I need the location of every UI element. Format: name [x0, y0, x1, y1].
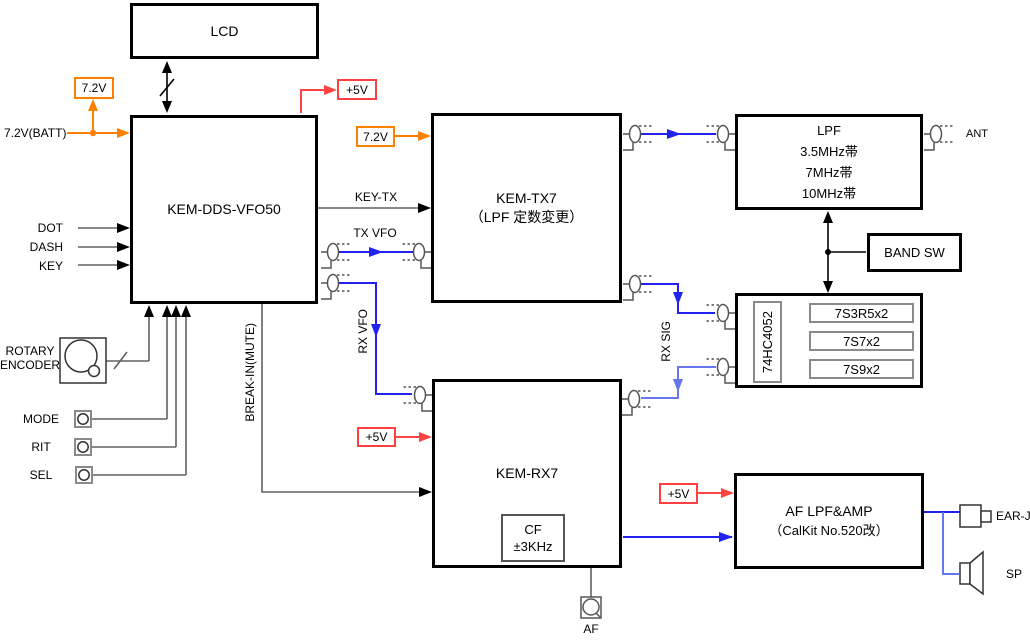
red-arrowheads [324, 85, 734, 498]
sel-label: SEL [29, 468, 53, 482]
battery-label: 7.2V(BATT) [4, 126, 67, 140]
orange-arrowheads [88, 99, 431, 141]
af-label: AF [583, 622, 599, 636]
band-sw-label: BAND SW [884, 245, 945, 260]
tx7-sublabel: （LPF 定数変更） [469, 209, 584, 225]
sp-label: SP [1006, 567, 1023, 581]
filter-7s3r5: 7S3R5x2 [809, 303, 914, 323]
ant-label: ANT [966, 128, 988, 140]
coax-connector-icon [705, 357, 736, 384]
coax-connector-icon [402, 385, 433, 412]
tx7-block: KEM-TX7 （LPF 定数変更） [431, 113, 622, 303]
mode-label: MODE [23, 412, 59, 426]
power-5v-top-box: +5V [337, 79, 377, 100]
coax-connector-icon [622, 124, 653, 151]
ear-j-label: EAR-J [996, 509, 1030, 523]
cf-value: ±3KHz [513, 539, 553, 554]
control-wires [78, 207, 592, 597]
coax-connector-icon [320, 242, 351, 269]
cf-filter-box: CF ±3KHz [501, 514, 565, 562]
band-sw-block: BAND SW [867, 233, 962, 272]
lcd-label: LCD [210, 22, 239, 39]
tx7-label: KEM-TX7 [496, 190, 557, 206]
power-5v-af-box: +5V [659, 483, 698, 504]
rotary-encoder-icon [59, 337, 107, 384]
lpf-label: LPF [817, 123, 841, 138]
lpf-band-1: 3.5MHz帯 [800, 144, 858, 159]
mux-chip-label: 74HC4052 [760, 310, 775, 374]
lpf-block: LPF 3.5MHz帯 7MHz帯 10MHz帯 [735, 114, 923, 210]
break-in-label: BREAK-IN(MUTE) [243, 323, 257, 422]
coax-connector-icon [705, 124, 736, 151]
af-amp-label: AF LPF&AMP [785, 503, 873, 519]
af-amp-block: AF LPF&AMP （CalKit No.520改） [734, 473, 924, 569]
key-tx-label: KEY-TX [354, 190, 398, 204]
rx7-label: KEM-RX7 [495, 465, 559, 481]
black-arrowheads [117, 61, 833, 497]
lpf-band-2: 7MHz帯 [805, 165, 853, 180]
dash-label: DASH [29, 240, 63, 254]
coax-connector-icon [622, 274, 653, 301]
rit-label: RIT [31, 440, 51, 454]
dds-vfo-block: KEM-DDS-VFO50 [130, 115, 318, 304]
af-jack-icon [580, 596, 602, 619]
af-amp-sublabel: （CalKit No.520改） [769, 523, 889, 538]
power-7v2-tx-box: 7.2V [356, 126, 395, 147]
panel-connectors [74, 410, 93, 484]
ear-jack-icon [959, 504, 992, 528]
coax-connector-icon [923, 124, 954, 151]
blue-arrowhead-light [673, 379, 683, 392]
power-5v-rx-box: +5V [357, 427, 396, 447]
tx-vfo-label: TX VFO [353, 226, 397, 240]
speaker-icon [959, 550, 984, 596]
cf-label: CF [524, 522, 542, 537]
dot-label: DOT [37, 221, 63, 235]
filter-7s9: 7S9x2 [809, 359, 914, 379]
rotary-encoder-label: ROTARY ENCODER [0, 344, 61, 372]
mux-chip-box: 74HC4052 [753, 301, 782, 383]
red-power-wires [300, 89, 721, 494]
power-7v2-top-box: 7.2V [74, 77, 114, 99]
rx-vfo-label: RX VFO [356, 309, 370, 354]
filter-7s7: 7S7x2 [809, 331, 914, 351]
rx-sig-label: RX SIG [659, 321, 673, 362]
coax-connector-icon [705, 303, 736, 330]
junction-dot [825, 249, 831, 255]
blue-arrowheads [369, 129, 733, 542]
lpf-band-3: 10MHz帯 [801, 186, 857, 201]
dds-vfo-label: KEM-DDS-VFO50 [167, 201, 281, 217]
coax-connector-icon [320, 273, 351, 300]
lcd-block: LCD [130, 3, 319, 59]
coax-connector-icon [401, 242, 432, 269]
key-label: KEY [38, 259, 63, 273]
coax-connector-icon [621, 389, 652, 416]
